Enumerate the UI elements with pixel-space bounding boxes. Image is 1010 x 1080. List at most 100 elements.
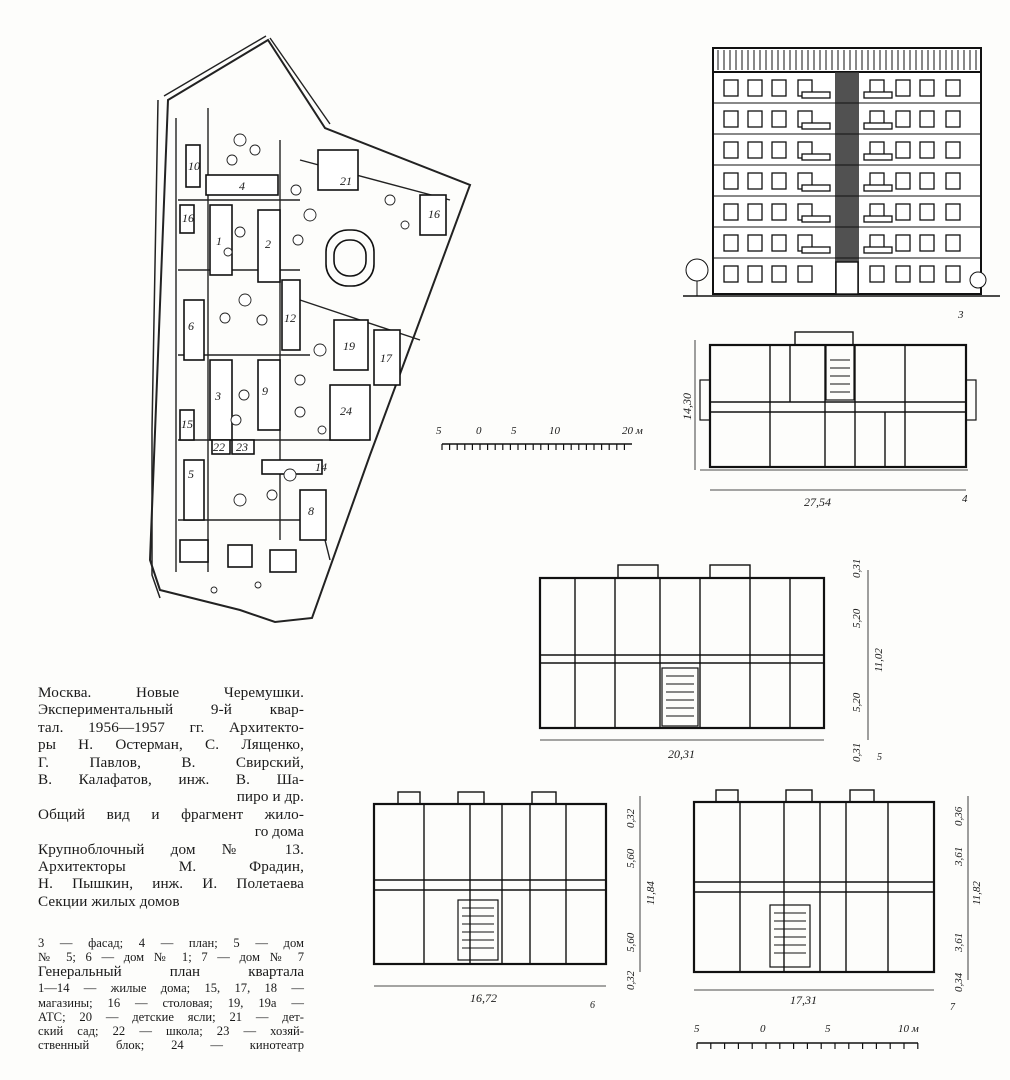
facade-balcony (801, 122, 831, 130)
facade-window (945, 172, 961, 190)
caption-line: Москва. Новые Черемушки. (38, 684, 304, 701)
figure-label-7: 7 (950, 1002, 956, 1013)
facade-window (895, 203, 911, 221)
plan7-dim: 0,36 (953, 806, 965, 826)
facade-window (869, 203, 885, 221)
facade-window (945, 265, 961, 283)
plan6-dim: 0,32 (625, 808, 637, 828)
building-number: 8 (308, 504, 314, 518)
caption-line: ры Н. Остерман, С. Лященко, (38, 736, 304, 754)
scale-tick-label: 20 м (622, 425, 643, 437)
facade-balcony (863, 215, 893, 223)
facade-window (723, 141, 739, 159)
facade-window (797, 172, 813, 190)
caption-line: Н. Пышкин, инж. И. Полетаева (38, 875, 304, 893)
facade-window (747, 110, 763, 128)
facade-window (747, 265, 763, 283)
building-number: 16 (182, 211, 194, 225)
figure-caption: Москва. Новые Черемушки. Экспериментальн… (38, 684, 304, 910)
plan7-dim: 3,61 (953, 933, 965, 953)
legend-line: № 5; 6 — дом № 1; 7 — дом № 7 (38, 950, 304, 965)
facade-window (723, 79, 739, 97)
facade-window (919, 172, 935, 190)
building-number: 5 (188, 467, 194, 481)
facade-window (747, 172, 763, 190)
legend-line: 3 — фасад; 4 — план; 5 — дом (38, 936, 304, 950)
plan5-dim: 5,20 (851, 608, 863, 628)
legend-line: магазины; 16 — столовая; 19, 19а — (38, 995, 304, 1010)
facade-window (797, 79, 813, 97)
facade-window (945, 110, 961, 128)
facade-window (723, 110, 739, 128)
scale-tick-label: 0 (476, 425, 482, 437)
figure-label-5: 5 (877, 752, 882, 763)
facade-window (895, 172, 911, 190)
building-number: 23 (236, 440, 248, 454)
building-number: 1 (216, 234, 222, 248)
facade-window (723, 203, 739, 221)
legend-line: ственный блок; 24 — кинотеатр (38, 1038, 304, 1053)
facade-balcony (801, 153, 831, 161)
building-number: 10 (188, 159, 200, 173)
facade-window (919, 234, 935, 252)
legend-line: Генеральный план квартала (38, 964, 304, 981)
facade-window (771, 265, 787, 283)
facade-window (771, 234, 787, 252)
building-number: 22 (213, 440, 225, 454)
plan7-dim: 11,82 (971, 881, 983, 905)
facade-balcony (801, 246, 831, 254)
building-number: 4 (239, 179, 245, 193)
facade-window (797, 110, 813, 128)
plan7-dim: 0,34 (953, 972, 965, 992)
facade-balcony (863, 246, 893, 254)
plan4-depth-dim: 14,30 (680, 393, 694, 420)
facade-window (869, 265, 885, 283)
building-number: 9 (262, 384, 268, 398)
facade-balcony (801, 91, 831, 99)
facade-window (919, 265, 935, 283)
caption-line: Крупноблочный дом № 13. (38, 840, 304, 858)
facade-window (919, 203, 935, 221)
facade-window (747, 79, 763, 97)
building-number: 24 (340, 404, 352, 418)
scale-tick-label: 5 (511, 425, 517, 437)
facade-window (869, 172, 885, 190)
building-number: 15 (181, 417, 193, 431)
facade-window (771, 141, 787, 159)
caption-line: Экспериментальный 9-й квар- (38, 701, 304, 719)
facade-balcony (863, 153, 893, 161)
facade-window (797, 141, 813, 159)
plan4-length-dim: 27,54 (804, 495, 831, 509)
facade-window (723, 234, 739, 252)
plan6-dim: 5,60 (625, 932, 637, 952)
figure-label-4: 4 (962, 493, 968, 505)
facade-window (723, 172, 739, 190)
building-number: 3 (214, 389, 221, 403)
figure-label-6: 6 (590, 1000, 595, 1011)
scale-tick-label: 0 (760, 1023, 766, 1035)
facade-window (945, 79, 961, 97)
plan5-dim: 5,20 (851, 692, 863, 712)
caption-line: Архитекторы М. Фрадин, (38, 858, 304, 876)
scale-tick-label: 5 (825, 1023, 831, 1035)
caption-line: го дома (254, 823, 304, 841)
building-number: 14 (315, 460, 327, 474)
facade-window (747, 234, 763, 252)
scale-tick-label: 10 м (898, 1023, 919, 1035)
facade-window (895, 79, 911, 97)
facade-balcony (863, 122, 893, 130)
building-number: 19 (343, 339, 355, 353)
plan6-dim: 0,32 (625, 970, 637, 990)
caption-line: Секции жилых домов (38, 892, 180, 910)
facade-window (895, 234, 911, 252)
facade-window (869, 141, 885, 159)
building-number: 21 (340, 174, 352, 188)
plan5-dim: 11,02 (873, 648, 885, 672)
facade-balcony (801, 215, 831, 223)
facade-window (771, 172, 787, 190)
plan6-dim: 5,60 (625, 848, 637, 868)
